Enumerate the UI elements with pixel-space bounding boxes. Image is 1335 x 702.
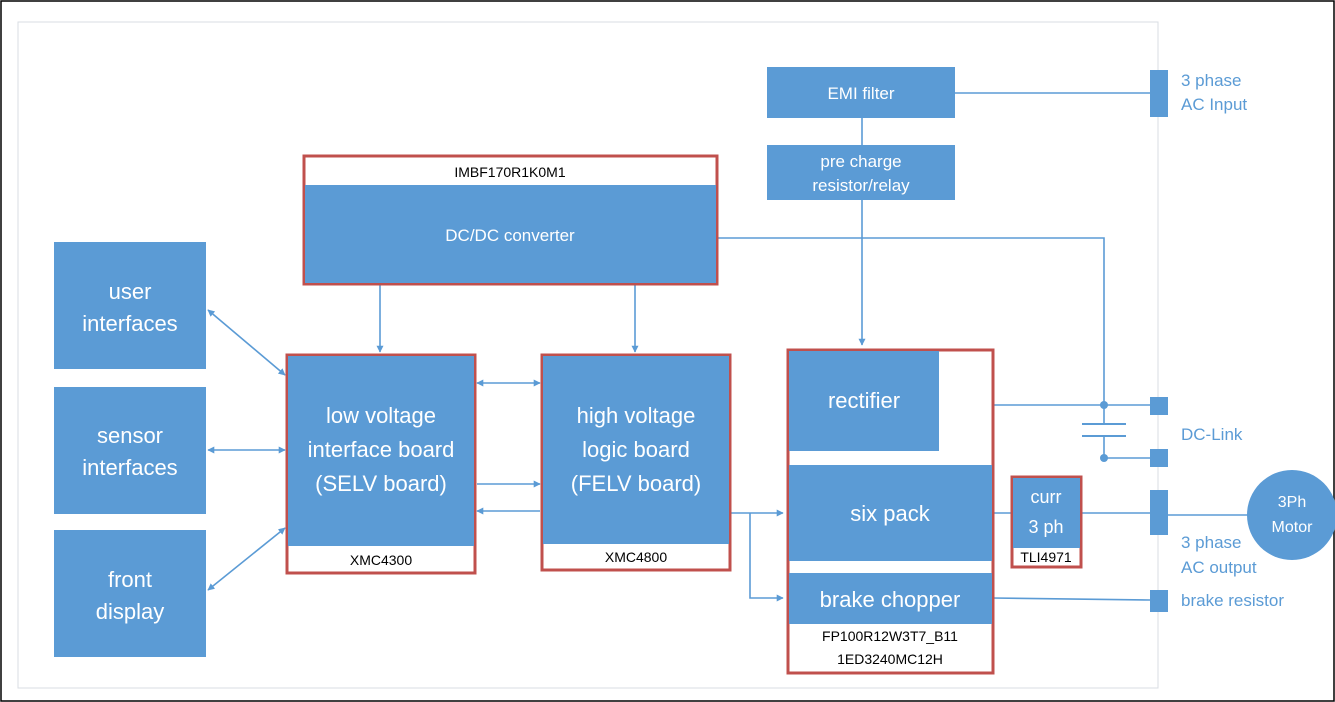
current-sensor-block — [1013, 478, 1080, 548]
user-interfaces-label-line1: user — [109, 279, 152, 304]
lv-board-block — [288, 356, 474, 546]
inner-frame — [17, 21, 1159, 689]
arrow-front-display-lv — [207, 527, 286, 591]
dc-link-label: DC-Link — [1181, 425, 1243, 444]
precharge-label-line2: resistor/relay — [812, 176, 910, 195]
terminal-dclink-neg — [1150, 449, 1168, 467]
connector-lines — [207, 92, 1248, 602]
terminal-ac-input — [1150, 70, 1168, 117]
front-display-label-line1: front — [108, 567, 152, 592]
rectifier-block — [789, 351, 939, 451]
ac-output-label-line2: AC output — [1181, 558, 1257, 577]
brake-chopper-block — [789, 573, 992, 624]
six-pack-label: six pack — [850, 501, 930, 526]
user-interfaces-label-line2: interfaces — [82, 311, 177, 336]
front-display-block — [54, 530, 206, 657]
hv-board-label-line3: (FELV board) — [571, 471, 701, 496]
user-interfaces-block — [54, 242, 206, 369]
current-sensor-label-line2: 3 ph — [1028, 517, 1063, 537]
current-sensor-part: TLI4971 — [1020, 549, 1072, 565]
six-pack-block — [789, 465, 992, 561]
power-stage-part2: 1ED3240MC12H — [837, 651, 943, 667]
junction-dot-dclink-neg — [1100, 454, 1108, 462]
lv-board-label-line2: interface board — [308, 437, 455, 462]
arrow-hv-brake-chopper — [749, 513, 784, 602]
precharge-label-line1: pre charge — [820, 152, 901, 171]
line-brake-resistor — [991, 597, 1151, 601]
precharge-block — [767, 145, 955, 200]
brake-resistor-label: brake resistor — [1181, 591, 1284, 610]
power-stage-part1: FP100R12W3T7_B11 — [822, 628, 958, 644]
hv-board-block — [543, 356, 729, 544]
front-display-label-line2: display — [96, 599, 164, 624]
lv-board-label-line1: low voltage — [326, 403, 436, 428]
hv-board-label-line1: high voltage — [577, 403, 696, 428]
hv-board-mcu: XMC4800 — [605, 549, 667, 565]
rectifier-label: rectifier — [828, 388, 900, 413]
brake-chopper-label: brake chopper — [820, 587, 961, 612]
ac-input-label-line1: 3 phase — [1181, 71, 1242, 90]
motor-label-line1: 3Ph — [1278, 494, 1306, 511]
emi-filter-block — [767, 67, 955, 118]
lv-board-label-line3: (SELV board) — [315, 471, 447, 496]
terminal-ac-output — [1150, 490, 1168, 535]
dcdc-block — [305, 185, 716, 283]
arrow-user-interfaces-lv — [207, 309, 286, 376]
ac-input-label-line2: AC Input — [1181, 95, 1247, 114]
dcdc-label: DC/DC converter — [445, 226, 575, 245]
terminal-brake-resistor — [1150, 590, 1168, 612]
lv-board-mcu: XMC4300 — [350, 552, 412, 568]
sensor-interfaces-label-line1: sensor — [97, 423, 163, 448]
junction-dot-dclink-pos — [1100, 401, 1108, 409]
sensor-interfaces-block — [54, 387, 206, 514]
dcdc-part-number: IMBF170R1K0M1 — [454, 164, 565, 180]
motor-circle — [1247, 470, 1335, 560]
hv-board-label-line2: logic board — [582, 437, 690, 462]
emi-filter-label: EMI filter — [827, 84, 894, 103]
sensor-interfaces-label-line2: interfaces — [82, 455, 177, 480]
ac-output-label-line1: 3 phase — [1181, 533, 1242, 552]
terminal-dclink-pos — [1150, 397, 1168, 415]
current-sensor-label-line1: curr — [1031, 487, 1062, 507]
motor-label-line2: Motor — [1272, 519, 1314, 536]
line-dcdc-dclink — [718, 237, 1105, 406]
